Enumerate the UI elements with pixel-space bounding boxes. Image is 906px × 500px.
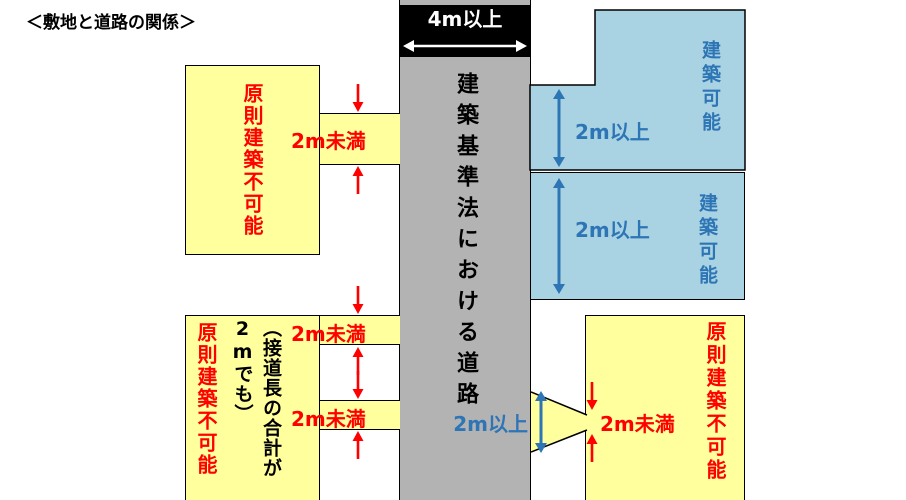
road-width-header: 4m以上 xyxy=(399,5,531,57)
left-bottom-plot-access-stub-2 xyxy=(320,400,400,430)
blue-double-arrow-icon xyxy=(535,391,547,453)
left-bottom-gap-label-1: 2m未満 xyxy=(291,322,366,346)
left-bottom-plot xyxy=(185,315,320,500)
blue-double-arrow-icon xyxy=(553,178,565,294)
left-bottom-gap-label-2: 2m未満 xyxy=(291,407,366,431)
left-top-plot-status-wrap: 原則建築不可能 xyxy=(185,70,320,250)
right-bottom-road-width-label: 2m以上 xyxy=(453,412,528,436)
red-up-arrow-icon xyxy=(352,166,364,194)
red-down-arrow-icon xyxy=(352,84,364,112)
right-top-plot-1-status: 建築可能 xyxy=(699,40,721,136)
red-up-arrow-icon xyxy=(586,434,598,462)
left-bottom-plot-access-stub-1 xyxy=(320,315,400,345)
left-top-plot-access-stub xyxy=(320,113,400,165)
right-top-plot-2-status: 建築可能 xyxy=(696,193,718,289)
right-top-plot-2-width-label: 2m以上 xyxy=(575,218,650,242)
right-top-plot-1-shape xyxy=(529,9,746,171)
red-down-arrow-icon xyxy=(352,371,364,399)
red-down-arrow-icon xyxy=(352,286,364,314)
right-top-plot-2-shape xyxy=(530,172,745,300)
left-bottom-plot-note: （接道長の合計が2mでも） xyxy=(231,318,283,478)
red-up-arrow-icon xyxy=(352,431,364,459)
blue-double-arrow-icon xyxy=(553,89,565,167)
left-top-gap-label: 2m未満 xyxy=(291,129,366,153)
left-top-plot xyxy=(185,65,320,255)
road-name: 建築基準法における道路 xyxy=(453,72,478,413)
road-band xyxy=(399,0,531,500)
right-top-plot-1-width-label: 2m以上 xyxy=(575,120,650,144)
right-bottom-gap-label: 2m未満 xyxy=(600,412,675,436)
left-bottom-plot-status: 原則建築不可能 xyxy=(194,322,218,476)
white-double-arrow-icon xyxy=(403,40,527,52)
red-down-arrow-icon xyxy=(586,382,598,410)
road-width-label: 4m以上 xyxy=(427,7,503,31)
right-bottom-plot xyxy=(585,315,745,500)
left-top-plot-status: 原則建築不可能 xyxy=(240,83,264,237)
right-bottom-plot-status: 原則建築不可能 xyxy=(703,321,727,482)
diagram-title: ＜敷地と道路の関係＞ xyxy=(26,13,196,33)
road-name-wrap: 建築基準法における道路 xyxy=(399,72,531,452)
